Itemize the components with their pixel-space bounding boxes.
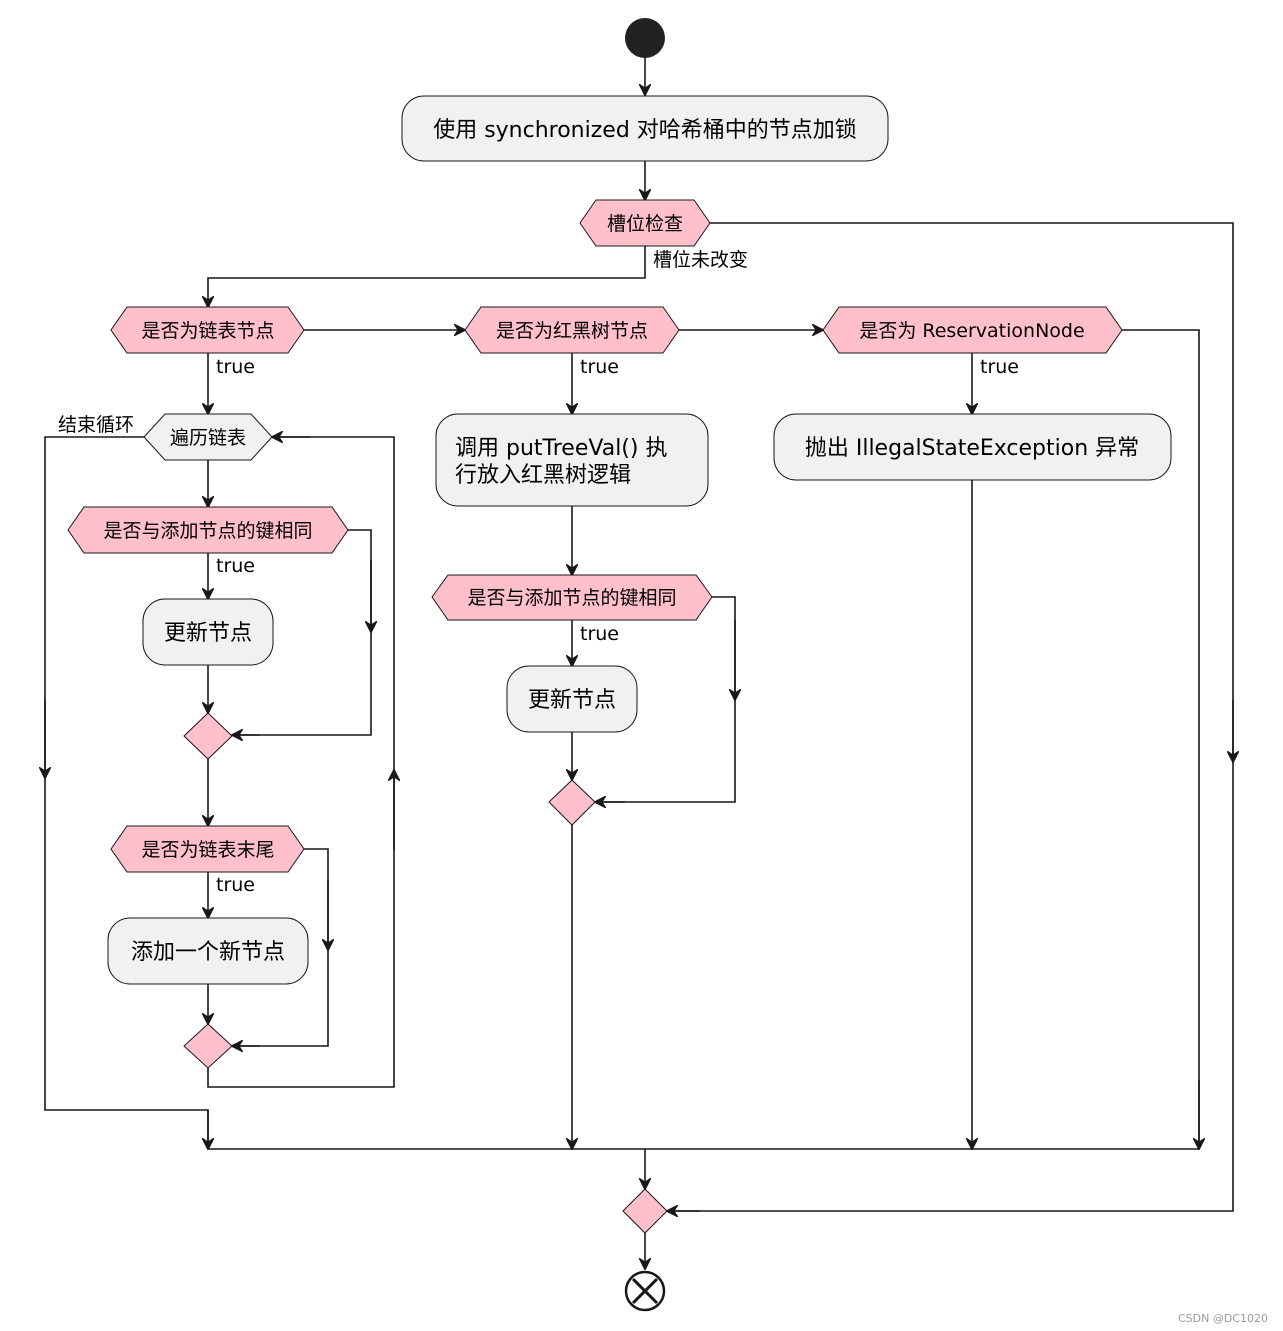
loop-traverse-list: 遍历链表 — [143, 413, 273, 461]
edge-label-loop-exit: 结束循环 — [58, 414, 134, 436]
edge-label-true-key-mid: true — [580, 623, 619, 645]
decision-key-same-left-label: 是否与添加节点的键相同 — [103, 520, 312, 542]
activity-update-node-left-label: 更新节点 — [164, 621, 252, 646]
activity-put-tree-val-line1: 调用 putTreeVal() 执 — [455, 436, 667, 461]
activity-update-node-left: 更新节点 — [142, 598, 274, 666]
activity-update-node-mid: 更新节点 — [506, 665, 638, 733]
start-node — [625, 18, 665, 58]
decision-key-same-left: 是否与添加节点的键相同 — [67, 506, 349, 554]
decision-key-same-mid: 是否与添加节点的键相同 — [431, 574, 713, 621]
decision-is-tail-label: 是否为链表末尾 — [141, 839, 274, 861]
activity-throw: 抛出 IllegalStateException 异常 — [773, 413, 1172, 481]
end-node — [624, 1270, 666, 1312]
decision-is-list: 是否为链表节点 — [110, 306, 305, 354]
connectors — [45, 57, 1233, 1269]
activity-put-tree-val: 调用 putTreeVal() 执 行放入红黑树逻辑 — [435, 413, 709, 507]
decision-is-tail: 是否为链表末尾 — [110, 825, 305, 873]
merge-diamond-mid — [548, 779, 596, 826]
edge-label-slot-unchanged: 槽位未改变 — [653, 249, 748, 271]
watermark: CSDN @DC1020 — [1178, 1312, 1268, 1325]
activity-lock: 使用 synchronized 对哈希桶中的节点加锁 — [401, 95, 889, 162]
decision-is-reservation-label: 是否为 ReservationNode — [859, 320, 1084, 342]
decision-is-tree-label: 是否为红黑树节点 — [496, 320, 648, 342]
activity-update-node-mid-label: 更新节点 — [528, 688, 616, 713]
decision-key-same-mid-label: 是否与添加节点的键相同 — [467, 587, 676, 609]
decision-slot-check-label: 槽位检查 — [607, 213, 683, 235]
merge-diamond-left-1 — [183, 712, 233, 760]
merge-diamond-left-2 — [183, 1023, 233, 1069]
activity-lock-label: 使用 synchronized 对哈希桶中的节点加锁 — [433, 118, 857, 143]
activity-put-tree-val-line2: 行放入红黑树逻辑 — [455, 463, 631, 488]
decision-is-list-label: 是否为链表节点 — [141, 320, 274, 342]
activity-throw-label: 抛出 IllegalStateException 异常 — [805, 436, 1139, 461]
edge-label-true-list: true — [216, 356, 255, 378]
edge-label-true-tail: true — [216, 874, 255, 896]
edge-label-true-reservation: true — [980, 356, 1019, 378]
loop-traverse-list-label: 遍历链表 — [170, 427, 246, 449]
decision-is-reservation: 是否为 ReservationNode — [822, 306, 1123, 354]
edge-label-true-key-left: true — [216, 555, 255, 577]
decision-is-tree: 是否为红黑树节点 — [464, 306, 680, 354]
merge-diamond-final — [622, 1188, 668, 1234]
activity-add-node-label: 添加一个新节点 — [131, 940, 285, 965]
activity-add-node: 添加一个新节点 — [107, 917, 309, 985]
decision-slot-check: 槽位检查 — [579, 199, 711, 247]
edge-label-true-tree: true — [580, 356, 619, 378]
